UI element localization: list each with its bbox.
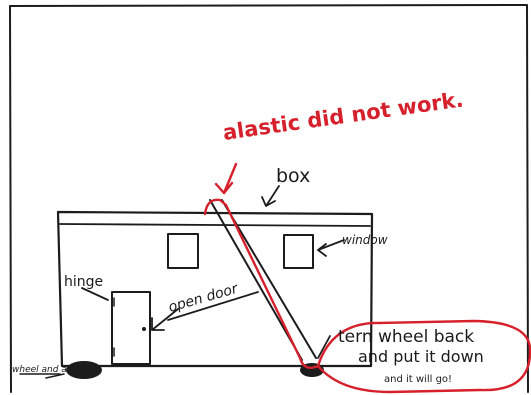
elastic-arrow xyxy=(216,164,236,193)
right-window xyxy=(284,235,313,268)
left-window xyxy=(168,234,198,268)
box-arrow xyxy=(262,186,279,206)
window-arrow xyxy=(318,240,344,256)
window-label: window xyxy=(342,233,388,247)
door-knob xyxy=(142,327,146,331)
box-label: box xyxy=(276,165,310,187)
note-line-3: and it will go! xyxy=(384,374,452,385)
wheel-axle-label: wheel and axle xyxy=(12,365,81,375)
note-line-2: and put it down xyxy=(358,347,484,366)
hinge-label: hinge xyxy=(64,274,103,290)
open-door-label: open door xyxy=(167,281,241,316)
note-line-1: tern wheel back xyxy=(338,327,474,347)
elastic-note-label: alastic did not work. xyxy=(221,87,464,145)
